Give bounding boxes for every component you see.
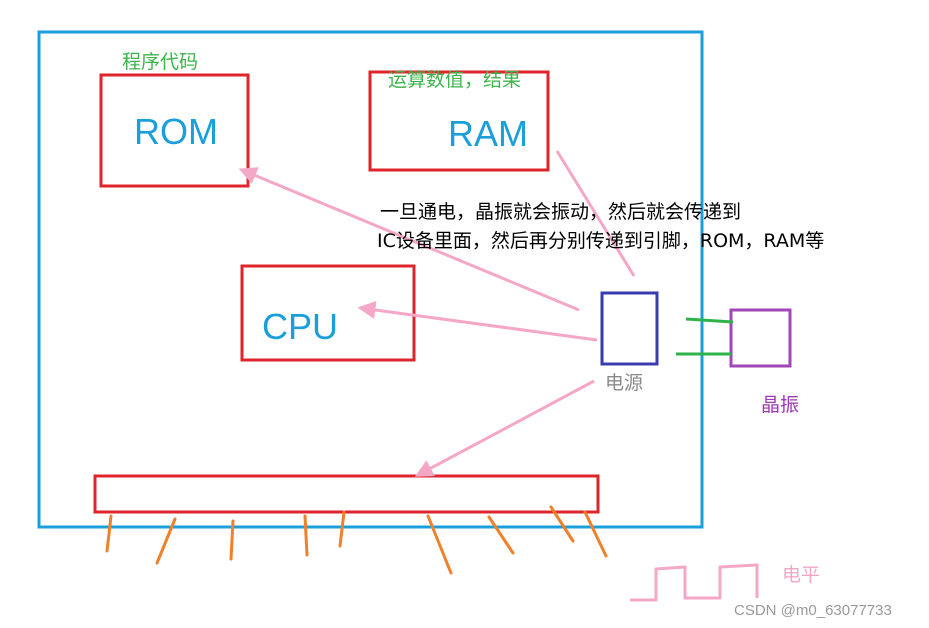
note-line-1: 一旦通电，晶振就会振动，然后就会传递到 — [380, 201, 742, 223]
program-code-label: 程序代码 — [122, 51, 199, 73]
note-line-2: IC设备里面，然后再分别传递到引脚，ROM，RAM等 — [377, 230, 825, 252]
rom-label: ROM — [134, 111, 218, 152]
cpu-box — [240, 264, 416, 362]
pin-7 — [487, 515, 515, 555]
level-waveform — [630, 563, 759, 602]
ram-caption-label: 运算数值，结果 — [388, 69, 522, 91]
pin-2 — [155, 517, 177, 565]
pin-1 — [105, 514, 113, 553]
crystal-box — [729, 308, 792, 368]
cpu-label: CPU — [262, 306, 339, 347]
pin-4 — [303, 514, 309, 557]
power-label: 电源 — [605, 372, 644, 394]
pins — [105, 505, 608, 575]
ram-box — [368, 70, 550, 172]
pin-5 — [338, 510, 346, 548]
arrow-to-pin-bus — [414, 379, 595, 477]
ic-board — [37, 30, 704, 529]
line-to-ram — [555, 150, 636, 277]
arrow-to-cpu — [357, 301, 598, 342]
pin-9 — [583, 510, 608, 558]
arrow-to-rom — [238, 167, 580, 312]
crystal-wire-top — [685, 317, 734, 324]
power-box — [600, 291, 659, 366]
crystal-label: 晶振 — [761, 394, 800, 416]
pin-6 — [426, 514, 453, 575]
pin-3 — [229, 519, 235, 561]
pin-bus-box — [93, 474, 600, 514]
ram-label: RAM — [448, 113, 528, 154]
pin-8 — [549, 505, 575, 543]
watermark: CSDN @m0_63077733 — [734, 602, 892, 619]
level-label: 电平 — [782, 564, 821, 586]
rom-box — [99, 73, 250, 188]
